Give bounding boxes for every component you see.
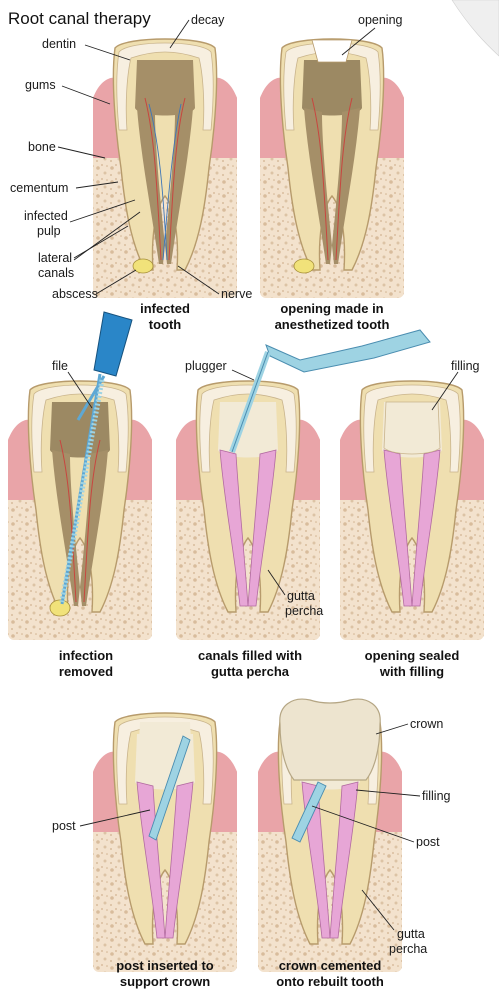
label-post-2: post [416,835,440,849]
label-infected-pulp-2: pulp [37,224,61,238]
panel-crown-cemented: crown filling post gutta percha crown ce… [258,698,451,989]
caption-panel-1-line-2: tooth [149,317,182,332]
leader-post-2 [311,805,415,843]
caption-panel-7-line-2: onto rebuilt tooth [276,974,384,989]
caption-panel-4-line-2: gutta percha [211,664,290,679]
caption-panel-3-line-2: removed [59,664,113,679]
leader-crown [375,723,409,735]
label-opening: opening [358,13,403,27]
caption-panel-4-line-1: canals filled with [198,648,302,663]
label-filling-2: filling [422,789,451,803]
caption-panel-5-line-2: with filling [379,664,444,679]
caption-panel-2-line-1: opening made in [280,301,383,316]
plugger-instrument [229,329,431,454]
leader-opening [341,27,376,56]
panel-opening-made: opening opening made in anesthetized too… [260,13,404,332]
caption-panel-3-line-1: infection [59,648,113,663]
diagram-title: Root canal therapy [8,9,151,28]
leader-gutta-percha-2 [361,889,395,931]
post-mark-2 [291,781,327,843]
label-cementum: cementum [10,181,68,195]
caption-panel-6-line-1: post inserted to [116,958,214,973]
caption-panel-6-line-2: support crown [120,974,210,989]
label-filling: filling [451,359,480,373]
caption-panel-7-line-1: crown cemented [279,958,382,973]
abscess-mark-2 [293,258,315,274]
label-file: file [52,359,68,373]
label-dentin: dentin [42,37,76,51]
panel-canals-filled: plugger gutta percha canals filled with … [176,329,431,679]
abscess-mark [132,258,154,274]
panel-infection-removed: file infection removed [8,311,152,679]
access-opening [311,39,353,63]
crown-mark [279,698,381,781]
label-gutta-percha-1: gutta [287,589,315,603]
panel-post-inserted: post post inserted to support crown [52,713,237,989]
label-plugger: plugger [185,359,227,373]
panel-infected-tooth: decay dentin gums bone cementum infected… [10,13,252,332]
label-nerve: nerve [221,287,252,301]
label-gums: gums [25,78,56,92]
label-decay: decay [191,13,225,27]
tooth-opened-illustration [260,39,404,298]
label-lateral-canals-1: lateral [38,251,72,265]
label-post: post [52,819,76,833]
caption-panel-1-line-1: infected [140,301,190,316]
leader-filling-2 [355,789,421,797]
leader-filling [431,371,459,411]
leader-plugger [231,369,255,381]
abscess-mark-3 [49,599,71,617]
filling-mark [383,401,441,455]
panel-opening-sealed: filling opening sealed with filling [340,359,484,679]
file-instrument [59,311,133,605]
label-lateral-canals-2: canals [38,266,74,280]
label-gutta-percha-2: percha [285,604,323,618]
leader-lines-panel-1 [57,19,220,295]
label-gutta-percha-4: percha [389,942,427,956]
label-gutta-percha-3: gutta [397,927,425,941]
leader-post [79,809,151,827]
label-bone: bone [28,140,56,154]
leader-file [67,371,93,409]
tooth-infected-illustration [93,39,237,298]
label-abscess: abscess [52,287,98,301]
label-infected-pulp-1: infected [24,209,68,223]
label-crown: crown [410,717,443,731]
caption-panel-5-line-1: opening sealed [365,648,460,663]
caption-panel-2-line-2: anesthetized tooth [275,317,390,332]
leader-gutta-percha [267,569,286,596]
page-corner-decoration [451,0,499,57]
post-mark [148,735,191,841]
